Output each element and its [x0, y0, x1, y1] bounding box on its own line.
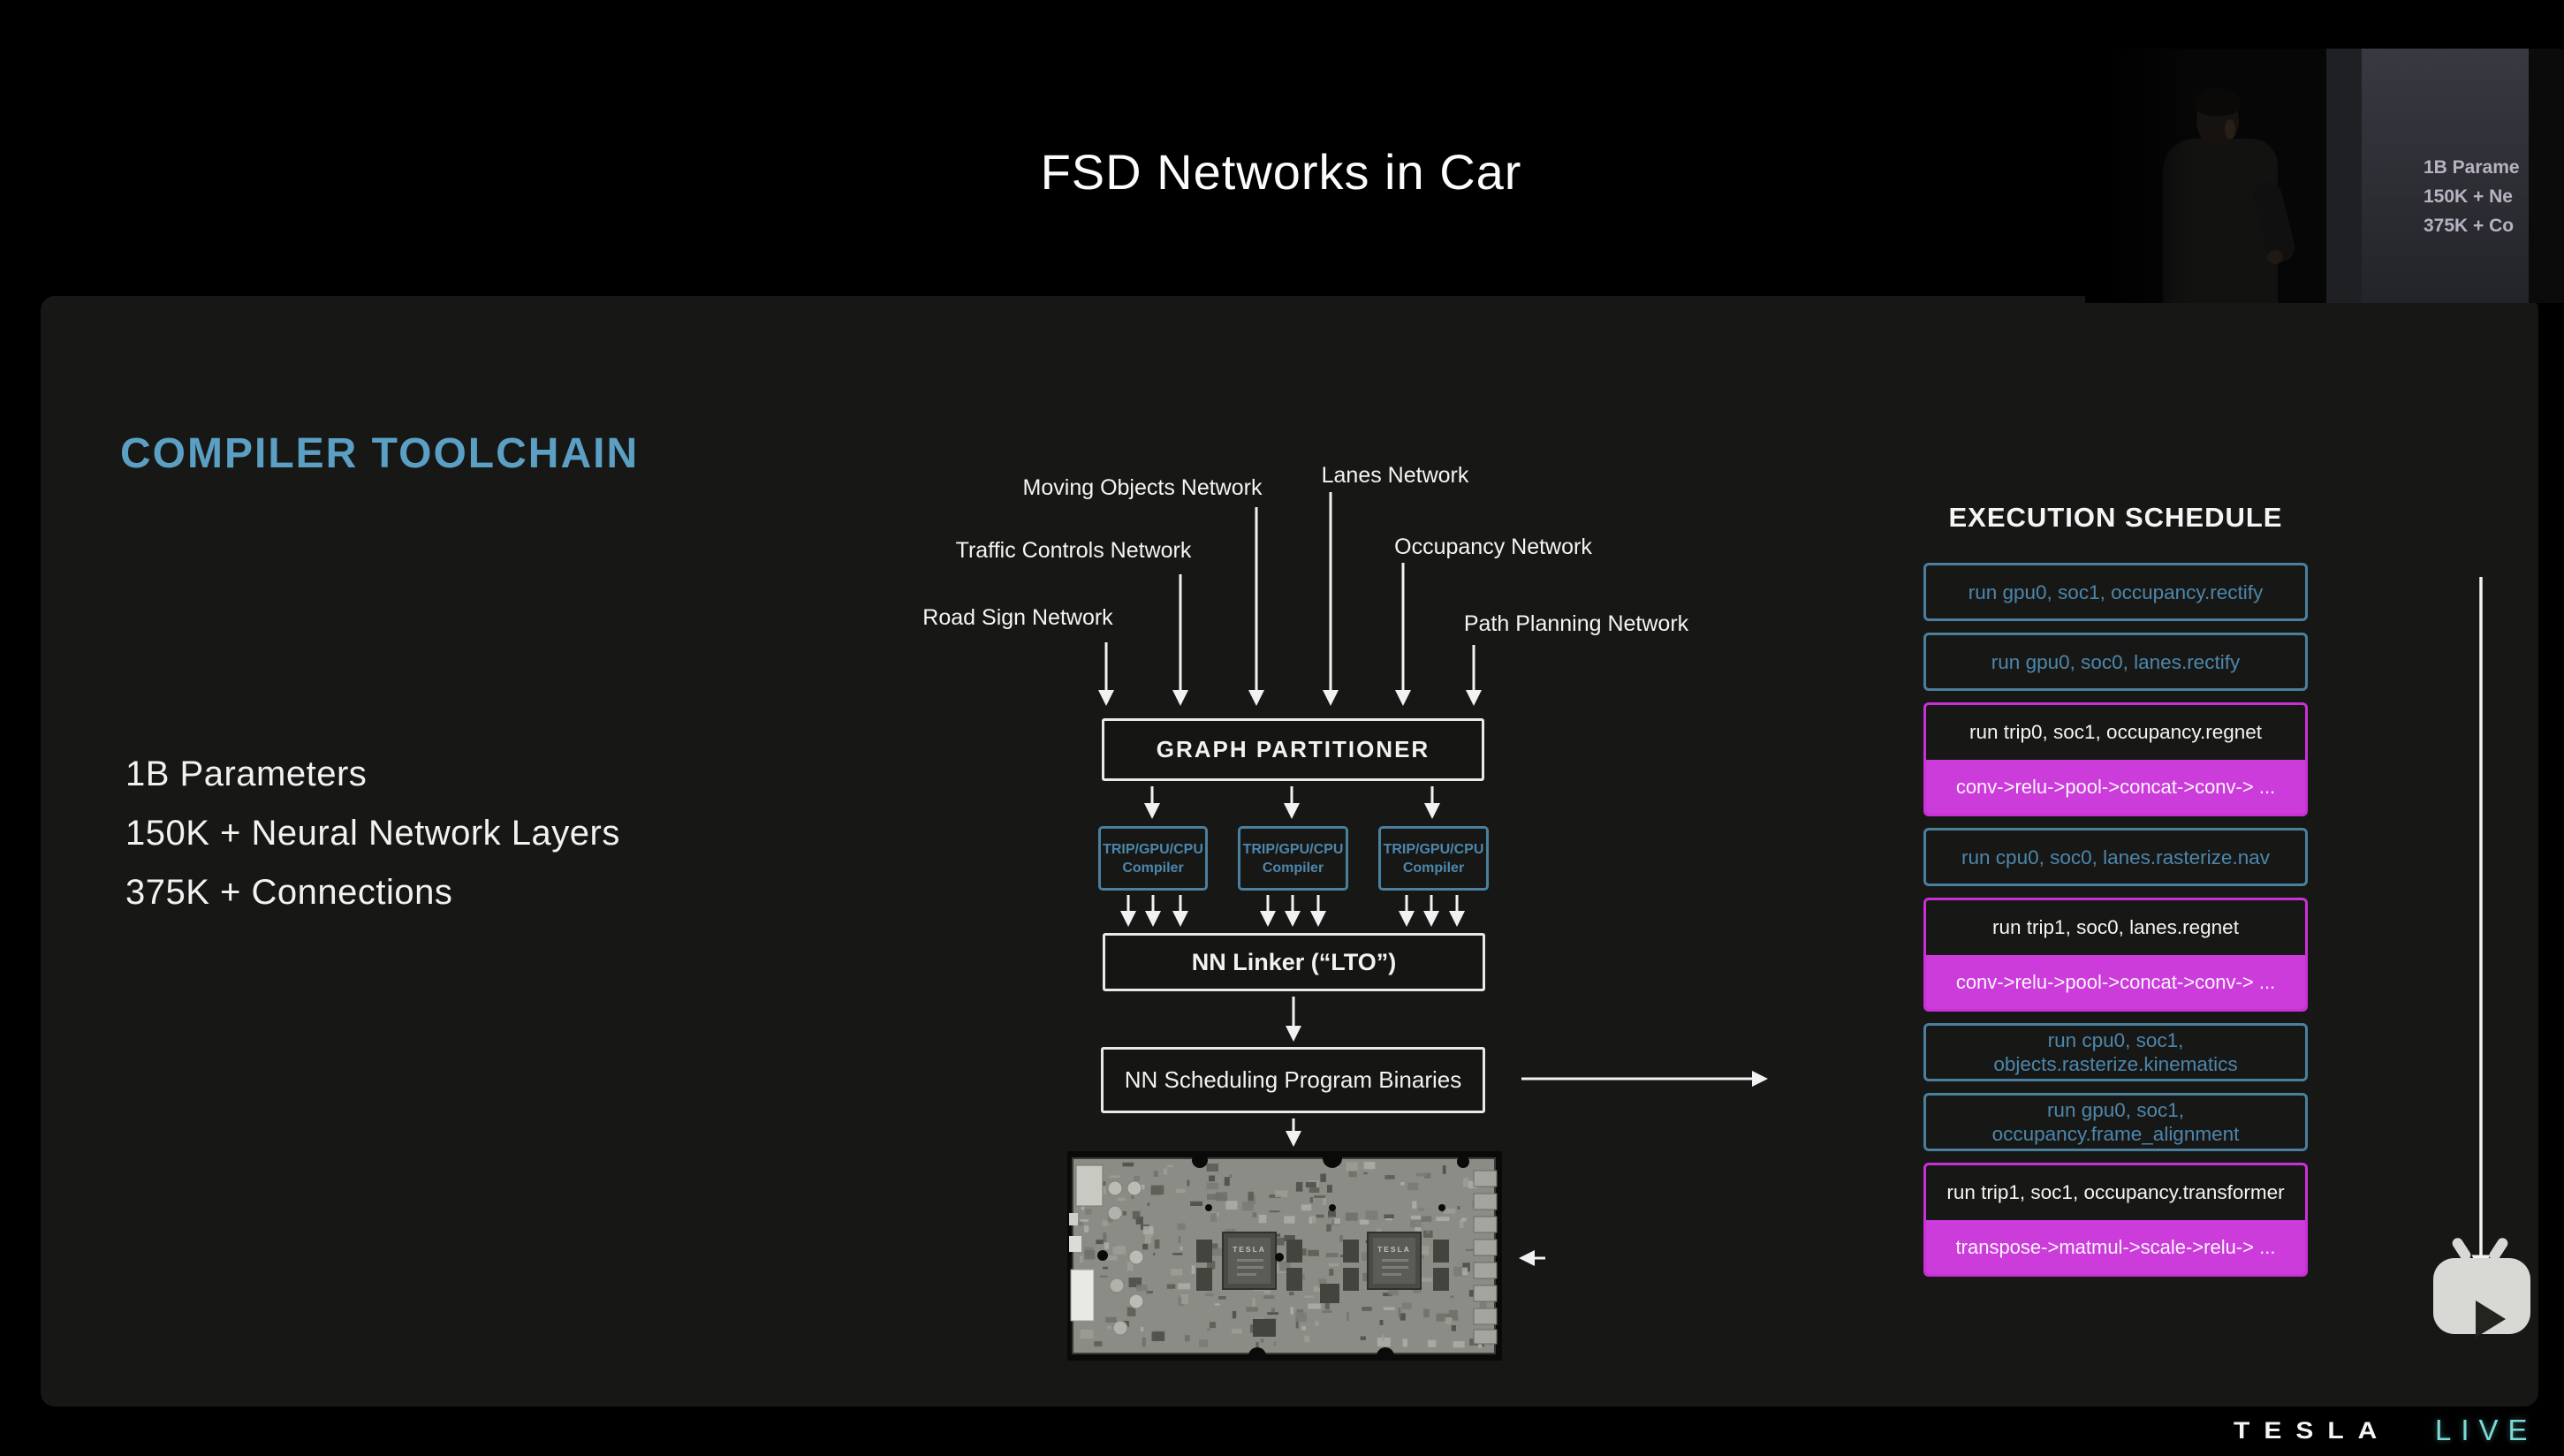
compiler-toolchain-heading: COMPILER TOOLCHAIN	[120, 430, 640, 477]
label-traffic-controls-network: Traffic Controls Network	[955, 538, 1192, 563]
graph-partitioner-box: GRAPH PARTITIONER	[1102, 718, 1484, 781]
schedule-item-label: run gpu0, soc1, occupancy.rectify	[1968, 580, 2264, 603]
stat-layers: 150K + Neural Network Layers	[125, 814, 620, 853]
schedule-item-label: run cpu0, soc1, objects.rasterize.kinema…	[1993, 1029, 2238, 1075]
nn-linker-box: NN Linker (“LTO”)	[1103, 933, 1485, 991]
projected-line: 150K + Ne	[2424, 186, 2513, 207]
page-title: FSD Networks in Car	[1040, 144, 1522, 200]
tesla-soc-chip-2: TESLA	[1367, 1232, 1422, 1290]
svg-text:TESLA: TESLA	[1377, 1245, 1411, 1254]
compiler-box-line1: TRIP/GPU/CPU	[1103, 841, 1203, 857]
video-left-fade	[2085, 49, 2191, 303]
schedule-item-label: run trip1, soc0, lanes.regnet	[1992, 916, 2239, 938]
schedule-item-ops: conv->relu->pool->concat->conv-> ...	[1926, 955, 2305, 1009]
compiler-box-line2: Compiler	[1122, 860, 1184, 876]
tesla-wordmark: TESLA	[2234, 1418, 2392, 1445]
compiler-box-1: TRIP/GPU/CPU Compiler	[1098, 826, 1208, 891]
schedule-item: run trip1, soc1, occupancy.transformer tr…	[1923, 1163, 2308, 1277]
compiler-box-line1: TRIP/GPU/CPU	[1383, 841, 1484, 857]
projected-slide-text: 1B Parame 150K + Ne 375K + Co	[2424, 153, 2564, 240]
compiler-box-line2: Compiler	[1402, 860, 1465, 876]
label-lanes-network: Lanes Network	[1321, 463, 1469, 488]
projection-screen-edge	[2326, 49, 2362, 303]
compiler-to-linker-arrows	[1120, 895, 1465, 927]
label-road-sign-network: Road Sign Network	[922, 605, 1113, 630]
schedule-item-label: run cpu0, soc0, lanes.rasterize.nav	[1961, 846, 2270, 868]
schedule-item-label: run trip0, soc1, occupancy.regnet	[1969, 721, 2263, 743]
execution-schedule-title: EXECUTION SCHEDULE	[1948, 502, 2283, 533]
schedule-item-label: run gpu0, soc0, lanes.rectify	[1991, 650, 2241, 673]
schedule-item: run gpu0, soc1, occupancy.rectify	[1923, 563, 2308, 621]
live-badge: LIVE	[2435, 1414, 2537, 1446]
presenter-hand	[2267, 250, 2283, 264]
network-stats: 1B Parameters 150K + Neural Network Laye…	[125, 745, 620, 922]
nn-scheduling-binaries-box: NN Scheduling Program Binaries	[1101, 1047, 1485, 1113]
schedule-item: run cpu0, soc0, lanes.rasterize.nav	[1923, 828, 2308, 886]
schedule-item-ops: transpose->matmul->scale->relu-> ...	[1926, 1220, 2305, 1274]
partitioner-to-compiler-arrows	[1144, 786, 1440, 819]
compiler-box-3: TRIP/GPU/CPU Compiler	[1378, 826, 1489, 891]
label-moving-objects-network: Moving Objects Network	[1022, 475, 1263, 500]
label-path-planning-network: Path Planning Network	[1463, 611, 1689, 636]
schedule-item: run trip1, soc0, lanes.regnet conv->relu-…	[1923, 898, 2308, 1012]
schedule-item: run gpu0, soc1, occupancy.frame_alignmen…	[1923, 1093, 2308, 1151]
tv-body	[2433, 1258, 2530, 1338]
schedule-item: run gpu0, soc0, lanes.rectify	[1923, 633, 2308, 691]
projected-line: 1B Parame	[2424, 157, 2520, 178]
projection-screen	[2362, 49, 2529, 303]
schedule-item: run cpu0, soc1, objects.rasterize.kinema…	[1923, 1023, 2308, 1081]
compiler-box-line2: Compiler	[1262, 860, 1324, 876]
presenter-face-highlight	[2225, 119, 2235, 139]
schedule-item: run trip0, soc1, occupancy.regnet conv->r…	[1923, 702, 2308, 816]
projected-line: 375K + Co	[2424, 216, 2515, 236]
fsd-computer-board-image: TESLA TESLA	[1067, 1151, 1502, 1361]
svg-text:TESLA: TESLA	[1233, 1245, 1266, 1254]
presenter-video-overlay: 1B Parame 150K + Ne 375K + Co	[2085, 49, 2564, 303]
flow-arrows	[1286, 577, 2491, 1274]
compiler-box-line1: TRIP/GPU/CPU	[1242, 841, 1344, 857]
stat-connections: 375K + Connections	[125, 873, 453, 912]
presenter-hair	[2195, 87, 2241, 116]
play-triangle-icon	[2476, 1301, 2506, 1338]
schedule-item-label: run gpu0, soc1, occupancy.frame_alignmen…	[1991, 1099, 2240, 1145]
execution-schedule-list: run gpu0, soc1, occupancy.rectify run gpu…	[1923, 563, 2308, 1277]
schedule-item-label: run trip1, soc1, occupancy.transformer	[1946, 1181, 2285, 1203]
schedule-item-ops: conv->relu->pool->concat->conv-> ...	[1926, 760, 2305, 814]
compiler-box-2: TRIP/GPU/CPU Compiler	[1238, 826, 1348, 891]
stat-parameters: 1B Parameters	[125, 755, 368, 793]
tv-play-icon[interactable]	[2428, 1235, 2536, 1341]
input-network-arrows	[1098, 492, 1482, 706]
label-occupancy-network: Occupancy Network	[1394, 535, 1592, 559]
projection-screen-right-edge	[2529, 49, 2564, 303]
tesla-soc-chip-1: TESLA	[1222, 1232, 1277, 1290]
